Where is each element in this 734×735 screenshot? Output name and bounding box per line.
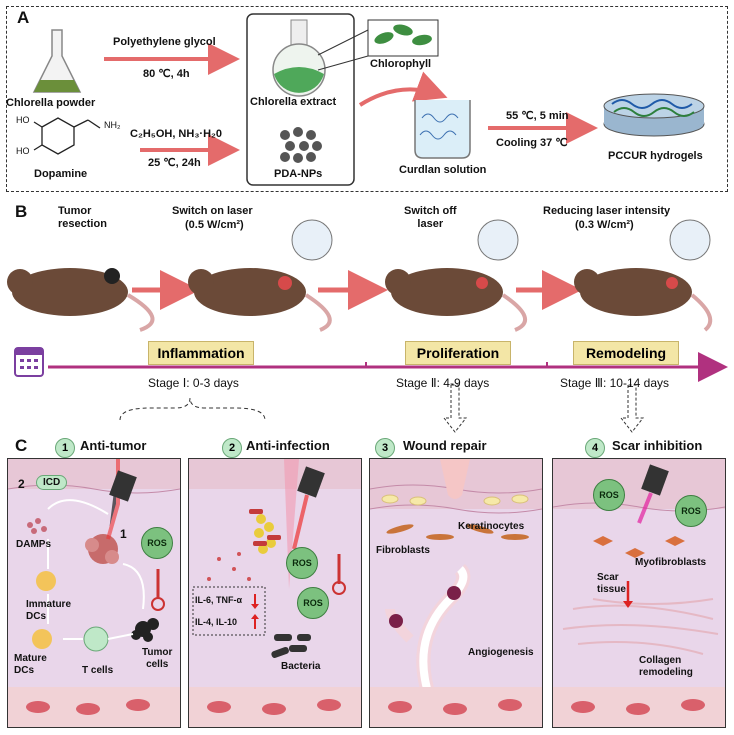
tumor-resection-label: Tumor resection — [58, 205, 107, 230]
step3-condition-1: 55 ℃, 5 min — [506, 110, 569, 122]
mouse-4 — [574, 219, 713, 332]
dopamine-label: Dopamine — [34, 168, 88, 180]
mouse-3 — [385, 219, 528, 332]
stage-proliferation: Proliferation — [405, 341, 511, 365]
switch-on-power: (0.5 W/cm²) — [185, 219, 244, 231]
stage-inflammation: Inflammation — [148, 341, 254, 365]
panel-a — [6, 6, 728, 192]
step2-reagent: C₂H₅OH, NH₃·H₂0 — [130, 128, 223, 140]
ros-icon-p2-b: ROS — [297, 587, 329, 619]
ros-icon-p4-b: ROS — [675, 495, 707, 527]
p1-title: Anti-tumor — [80, 438, 147, 453]
nh2-label: NH₂ — [104, 120, 121, 130]
chlorophyll-label: Chlorophyll — [370, 58, 432, 70]
icd-badge: ICD — [36, 475, 68, 490]
stage1-time: Stage Ⅰ: 0-3 days — [148, 376, 239, 390]
damps-label: DAMPs — [16, 539, 52, 550]
ros-icon-p4-a: ROS — [593, 479, 625, 511]
round-flask-icon — [272, 19, 326, 97]
stage-remodeling: Remodeling — [573, 341, 679, 365]
panel-anti-tumor: ICD 2 1 DAMPs ROS Immature DCs Mature DC… — [7, 458, 181, 728]
reducing-label: Reducing laser intensity — [543, 205, 671, 217]
calendar-icon — [14, 347, 44, 377]
p3-number: 3 — [375, 438, 395, 458]
panel-anti-infection: ROS ROS IL-6, TNF-α IL-4, IL-10 Bacteria — [188, 458, 362, 728]
step1-reagent: Polyethylene glycol — [113, 36, 216, 48]
p1-step1: 1 — [120, 527, 127, 541]
scar-tissue-label: Scar tissue — [597, 572, 626, 595]
p2-title: Anti-infection — [246, 438, 330, 453]
angiogenesis-label: Angiogenesis — [468, 647, 534, 658]
immature-dcs-label: Immature DCs — [26, 599, 72, 622]
mouse-2 — [188, 219, 333, 332]
pda-nps-label: PDA-NPs — [274, 168, 323, 180]
stage2-time: Stage Ⅱ: 4-9 days — [396, 376, 490, 390]
extract-box — [246, 13, 355, 186]
flask-icon — [32, 29, 82, 93]
ros-icon-p1: ROS — [141, 527, 173, 559]
t-cells-label: T cells — [82, 665, 114, 676]
fibroblasts-label: Fibroblasts — [376, 545, 430, 556]
tumor-cells-label: Tumor cells — [142, 647, 173, 670]
panel-a-letter: A — [17, 8, 30, 27]
panel-c-letter: C — [15, 436, 28, 455]
product-label: PCCUR hydrogels — [608, 150, 703, 162]
p1-number: 1 — [55, 438, 75, 458]
dopamine-structure — [33, 117, 101, 155]
il4-label: IL-4, IL-10 — [195, 617, 238, 627]
hydrogel-dish-icon — [603, 93, 705, 137]
beaker-icon — [414, 100, 471, 159]
ros-icon-p2-a: ROS — [286, 547, 318, 579]
step1-conditions: 80 ℃, 4h — [143, 68, 190, 80]
step2-conditions: 25 ℃, 24h — [148, 157, 201, 169]
ho-label-2: HO — [16, 146, 30, 156]
mouse-1 — [7, 268, 155, 332]
chlorella-powder-label: Chlorella powder — [6, 97, 96, 109]
switch-off-label: Switch off laser — [404, 205, 457, 230]
myofibroblasts-label: Myofibroblasts — [635, 557, 707, 568]
ho-label-1: HO — [16, 115, 30, 125]
panel-wound-repair: Keratinocytes Fibroblasts Angiogenesis — [369, 458, 543, 728]
p3-title: Wound repair — [403, 438, 487, 453]
p4-title: Scar inhibition — [612, 438, 703, 453]
panel-b-letter: B — [15, 202, 28, 221]
stage3-time: Stage Ⅲ: 10-14 days — [560, 376, 670, 390]
bacteria-label: Bacteria — [281, 661, 321, 672]
il6-label: IL-6, TNF-α — [195, 595, 243, 605]
p1-step2: 2 — [18, 477, 25, 491]
collagen-label: Collagen remodeling — [639, 655, 693, 678]
mature-dcs-label: Mature DCs — [14, 653, 47, 676]
switch-on-label: Switch on laser — [172, 205, 253, 217]
nanoparticles-icon — [280, 127, 322, 163]
chlorella-extract-label: Chlorella extract — [250, 96, 337, 108]
p4-number: 4 — [585, 438, 605, 458]
panel-scar-inhibition: ROS ROS Myofibroblasts Scar tissue Colla… — [552, 458, 726, 728]
curdlan-solution-label: Curdlan solution — [399, 164, 487, 176]
p2-number: 2 — [222, 438, 242, 458]
step3-condition-2: Cooling 37 ℃ — [496, 137, 568, 149]
keratinocytes-label: Keratinocytes — [458, 521, 525, 532]
reducing-power: (0.3 W/cm²) — [575, 219, 634, 231]
